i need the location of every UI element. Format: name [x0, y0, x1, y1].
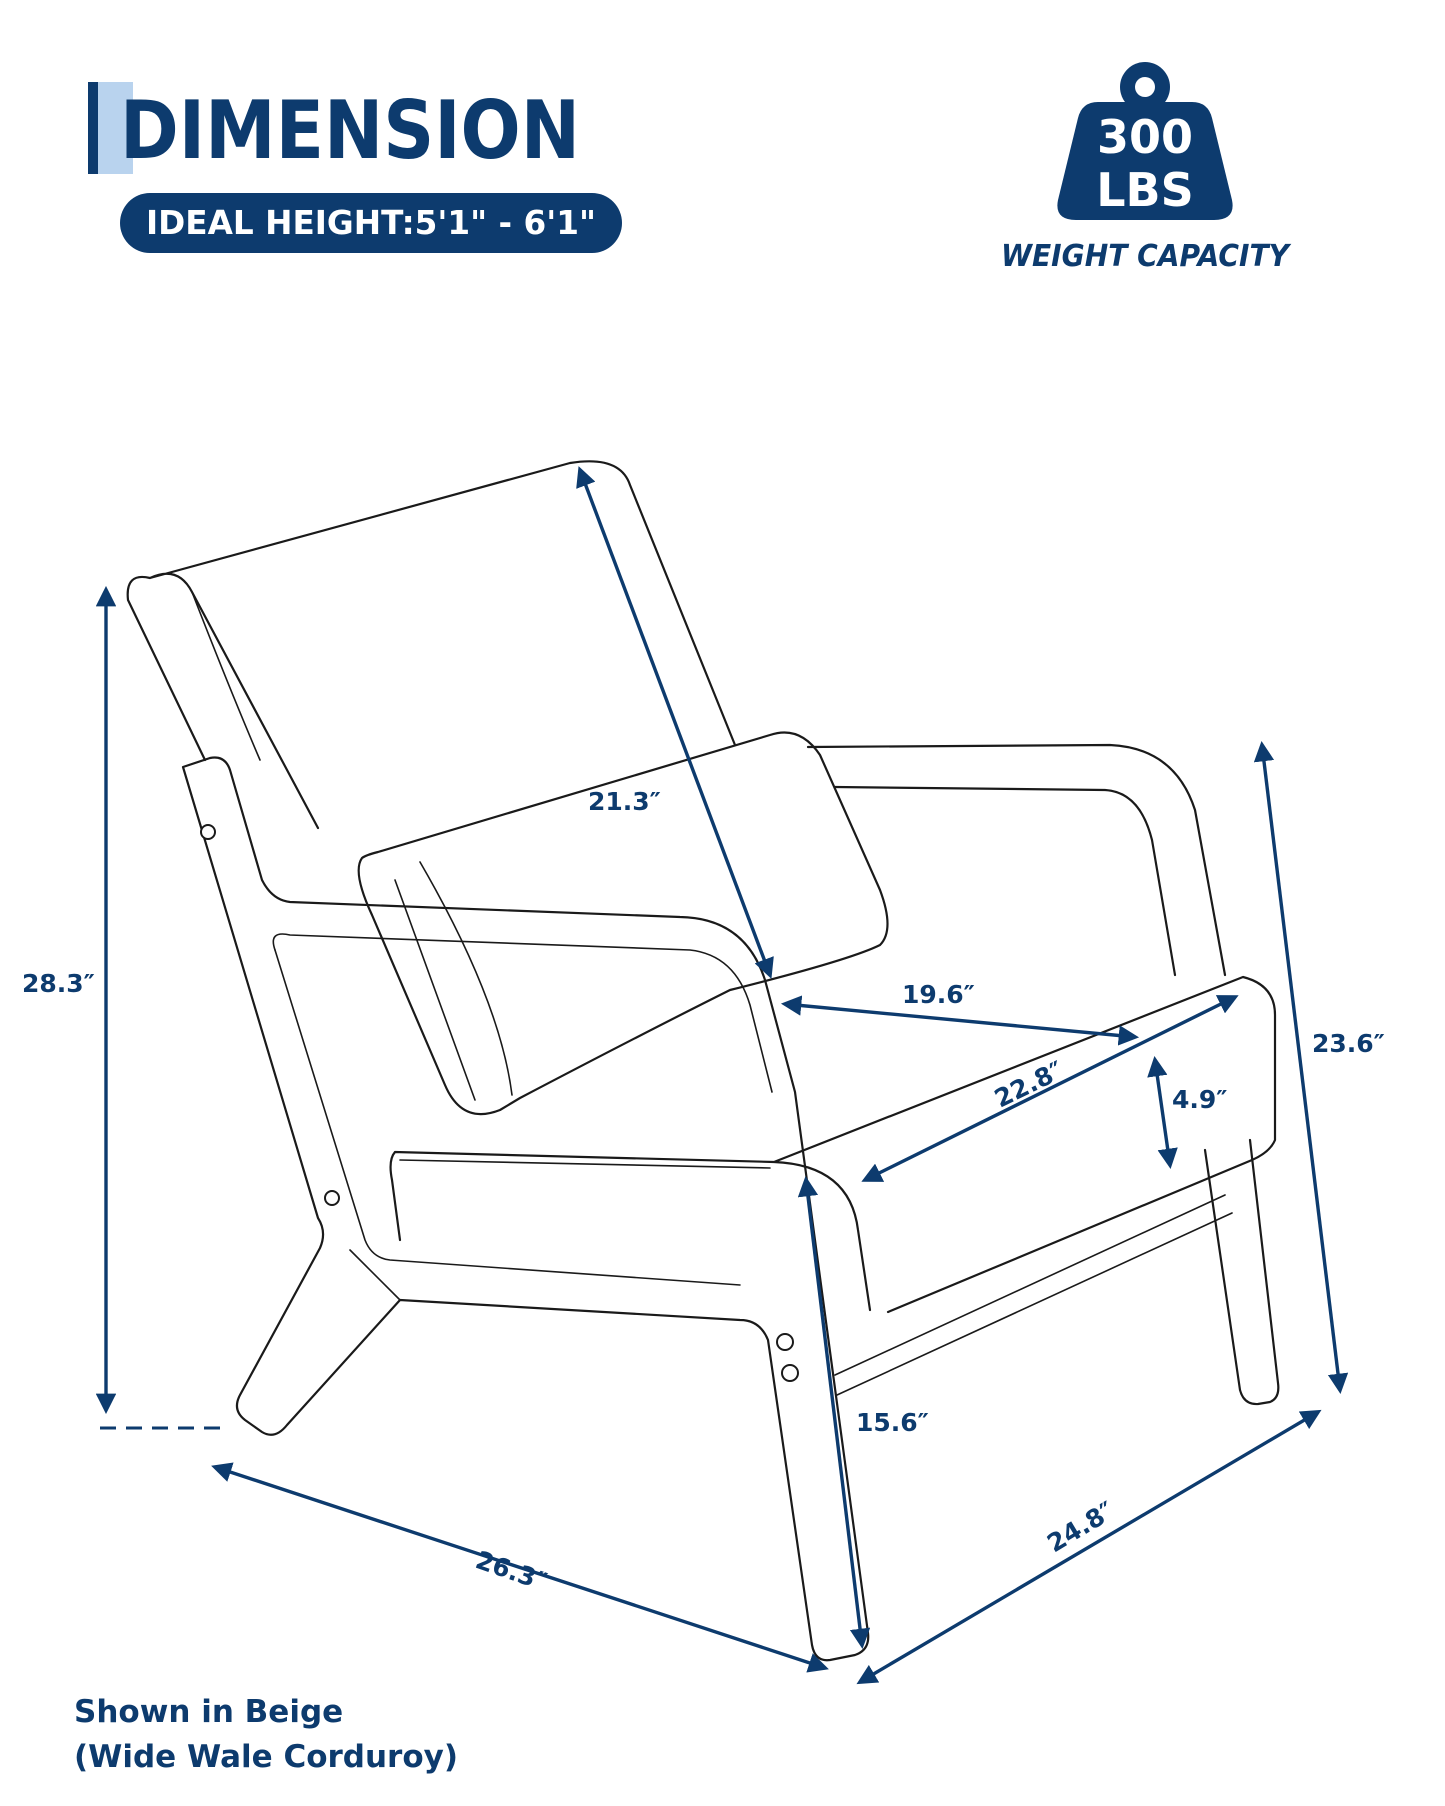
weight-capacity-label: WEIGHT CAPACITY [1001, 239, 1292, 274]
seat-depth-line [861, 995, 1239, 1182]
arm-height-label: 23.6″ [1312, 1029, 1385, 1058]
seat-depth-label: 22.8″ [990, 1055, 1068, 1113]
dimension-lines [95, 466, 1349, 1685]
title-block: DIMENSION [88, 82, 580, 177]
chair-right-rear-leg [1203, 1138, 1280, 1406]
overall-width-label: 26.3″ [472, 1545, 550, 1596]
overall-height-label: 28.3″ [22, 969, 95, 998]
finish-note: Shown in Beige (Wide Wale Corduroy) [74, 1694, 458, 1775]
page-title: DIMENSION [120, 84, 580, 177]
seat-height-label: 15.6″ [856, 1408, 929, 1437]
finish-note-line2: (Wide Wale Corduroy) [74, 1739, 458, 1775]
chair-left-side-frame [181, 756, 870, 1662]
overall-depth-line [856, 1409, 1322, 1685]
ideal-height-pill [120, 193, 622, 253]
frame-bolt-hole [200, 824, 216, 840]
frame-bolt-hole [324, 1190, 340, 1206]
ideal-height-badge: IDEAL HEIGHT:5'1" - 6'1" [120, 193, 622, 253]
weight-number: 300 [1097, 110, 1193, 164]
overall-depth-label: 24.8″ [1042, 1496, 1119, 1558]
chair-seat-cushion [389, 975, 1277, 1314]
back-height-line [576, 466, 774, 979]
overall-width-line [211, 1462, 829, 1673]
chair-pillow-seam [394, 861, 513, 1101]
title-accent-bar-dark [88, 82, 98, 174]
chair-left-arm-inner [272, 933, 773, 1093]
title-accent-bar-light [98, 82, 133, 174]
chair-left-leg-edge [349, 1249, 401, 1301]
chair-left-frame-inner [274, 949, 741, 1286]
seat-height-line [797, 1175, 871, 1650]
chair-illustration [126, 460, 1280, 1662]
weight-unit: LBS [1096, 163, 1194, 217]
chair-rear-rail [834, 1194, 1233, 1396]
weight-icon [1057, 62, 1233, 220]
seat-width-label: 19.6″ [902, 980, 975, 1009]
arm-height-line [1253, 740, 1349, 1395]
back-height-label: 21.3″ [588, 787, 661, 816]
frame-bolt-hole [776, 1333, 794, 1351]
weight-capacity-badge: 300 LBS WEIGHT CAPACITY [1001, 62, 1292, 274]
frame-bolt-hole [781, 1364, 799, 1382]
chair-backrest-seam [191, 591, 261, 761]
finish-note-line1: Shown in Beige [74, 1694, 343, 1730]
ideal-height-text: IDEAL HEIGHT:5'1" - 6'1" [146, 203, 596, 242]
cushion-thickness-line [1147, 1055, 1178, 1170]
chair-seat-edge [399, 1159, 771, 1169]
chair-right-arm [806, 743, 1227, 977]
cushion-thickness-label: 4.9″ [1172, 1085, 1227, 1114]
